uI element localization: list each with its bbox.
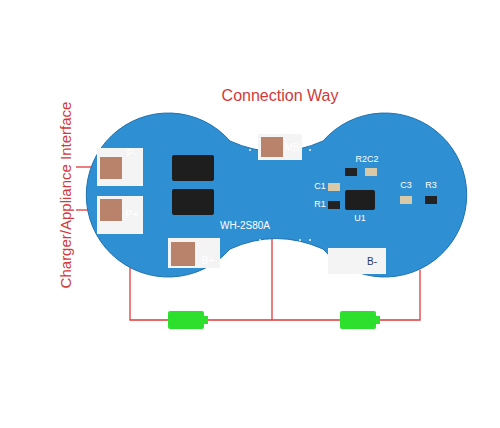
component-label: C3 [400, 181, 412, 191]
pads [97, 134, 386, 274]
diagram-title: Connection Way [222, 87, 339, 105]
component-label: R3 [425, 181, 437, 191]
ic-chip [345, 190, 375, 210]
component-label: R2C2 [355, 155, 378, 165]
solder-pad [261, 137, 283, 157]
battery-terminal [204, 316, 208, 324]
pcb-board [86, 113, 466, 277]
component-label: C1 [314, 182, 326, 192]
mosfet-chip [172, 189, 214, 215]
battery-cell [168, 311, 204, 329]
smd-resistor [328, 201, 340, 209]
smd-capacitor [365, 168, 377, 176]
batteries [168, 311, 380, 329]
pad-label: P- [127, 147, 138, 159]
pad-label: B+ [202, 255, 215, 266]
pad-area [258, 134, 302, 160]
pad-area [328, 248, 386, 274]
component-label: U1 [354, 214, 366, 224]
pad-area [97, 196, 143, 234]
smd-resistor [345, 168, 357, 176]
solder-pad [171, 242, 195, 266]
pad-area [168, 238, 220, 268]
battery-cell [340, 311, 376, 329]
interface-label: Charger/Appliance Interface [58, 102, 75, 289]
component-label: R1 [314, 200, 326, 210]
solder-pad [100, 157, 122, 179]
smd-capacitor [400, 196, 412, 204]
chips [172, 155, 437, 215]
mosfet-chip [172, 155, 214, 181]
solder-pad [100, 199, 122, 221]
smd-capacitor [328, 183, 340, 191]
pad-label: MB [285, 142, 300, 153]
smd-resistor [425, 196, 437, 204]
pad-label: B- [367, 256, 377, 267]
pad-label: P+ [125, 208, 139, 220]
board-model: WH-2S80A [220, 220, 270, 231]
battery-terminal [376, 316, 380, 324]
